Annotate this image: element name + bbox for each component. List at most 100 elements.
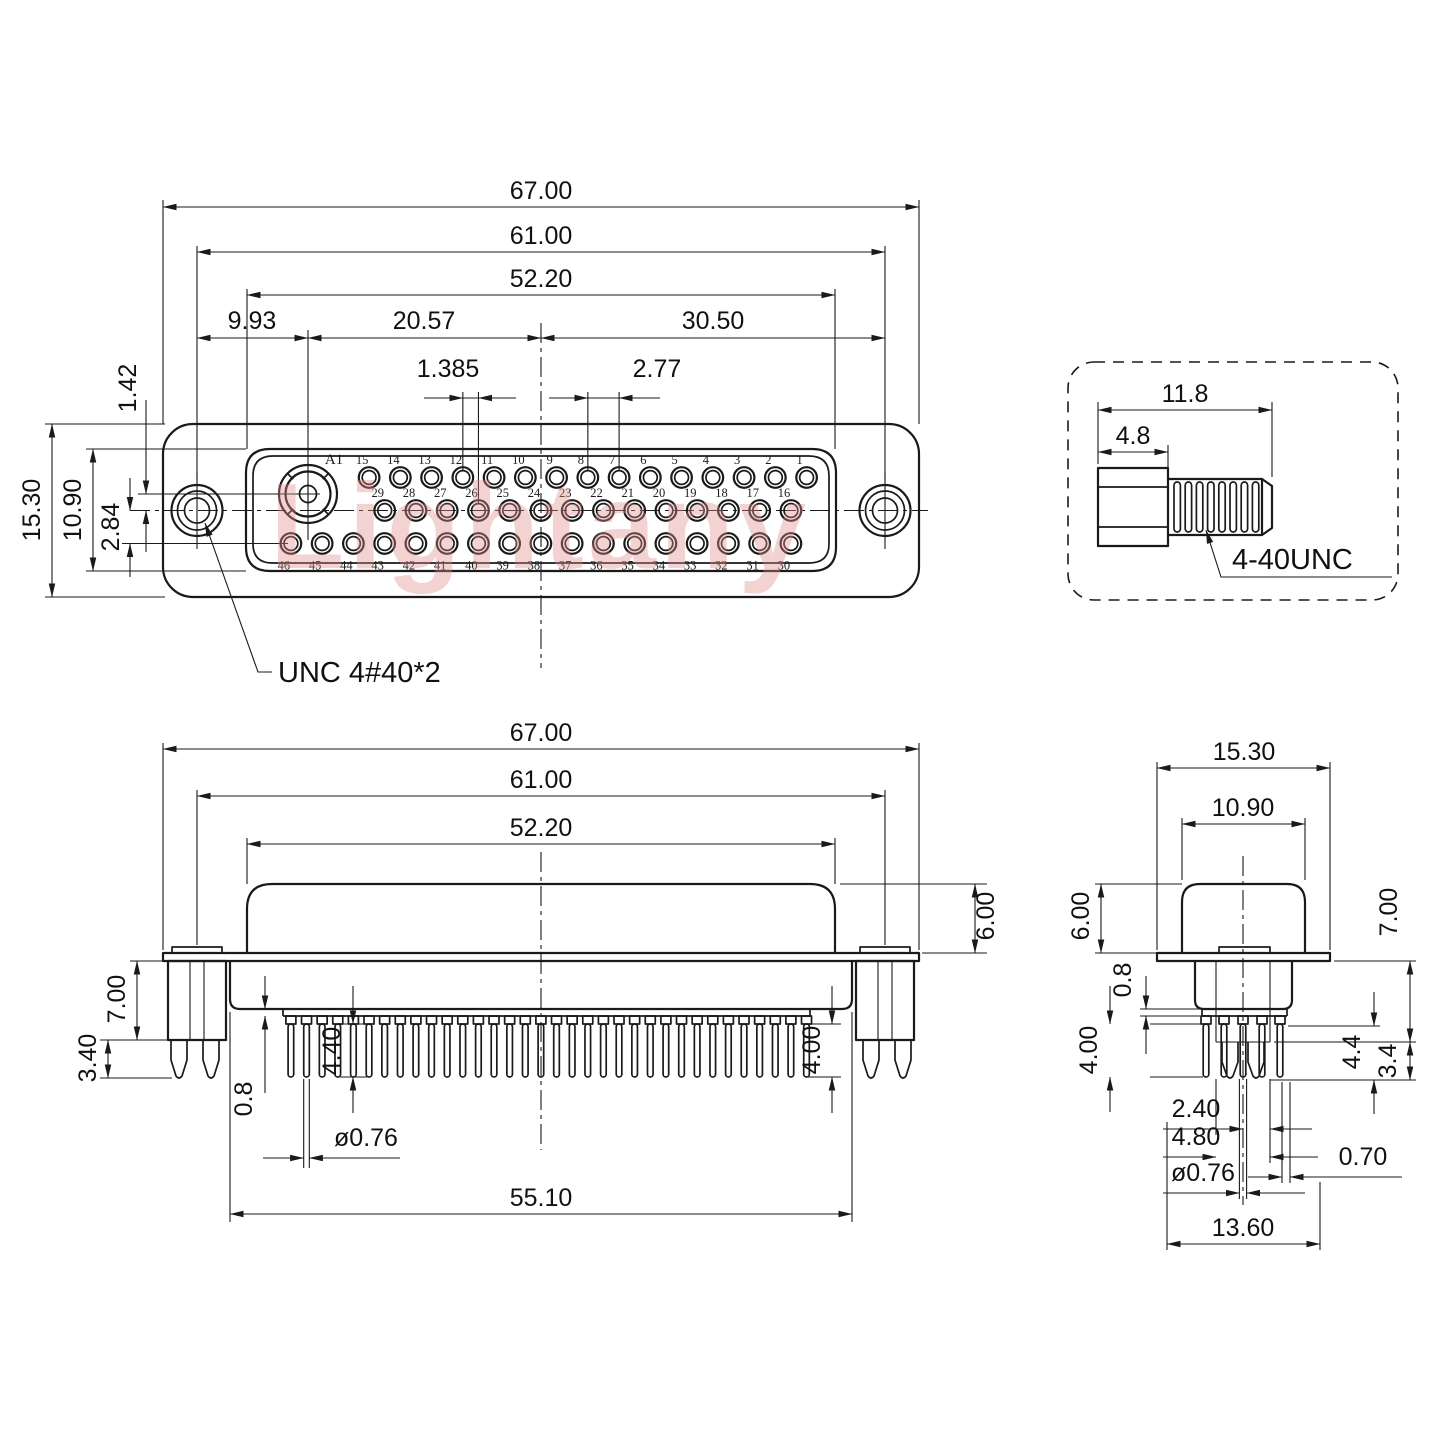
pin-contact <box>545 466 568 489</box>
dim-s-body-width: 10.90 <box>1212 794 1275 822</box>
dim-s-bracket-height: 7.00 <box>1375 888 1403 937</box>
tail-base <box>738 1015 750 1025</box>
side-clip-tab <box>1218 946 1271 954</box>
pin-number-label: 2 <box>765 453 771 467</box>
pin-contact <box>638 466 662 489</box>
pin-contact-bore <box>783 535 799 552</box>
pin-contact <box>560 499 584 522</box>
pin-contact <box>388 466 412 489</box>
pin-number-label: 1 <box>796 453 802 467</box>
solder-pin <box>693 1023 701 1078</box>
tail-base <box>660 1015 672 1025</box>
dim-b-mount-pitch: 61.00 <box>510 766 573 794</box>
pin-contact-bore <box>533 502 549 519</box>
pin-number-label: 27 <box>434 486 447 500</box>
side-post-lines <box>1215 961 1271 1043</box>
pin-contact <box>670 466 693 489</box>
pin-contact-bore <box>376 535 393 552</box>
solder-pin <box>677 1023 686 1078</box>
pin-number-label: 28 <box>403 486 416 500</box>
pin-number-label: 17 <box>746 486 759 500</box>
pin-contact-bore <box>705 469 721 486</box>
pin-contact <box>685 532 709 555</box>
pin-contact-bore <box>470 502 487 519</box>
thread-rib <box>1173 481 1182 533</box>
pin-contact-bore <box>798 469 815 486</box>
solder-pin <box>802 1023 811 1078</box>
pin-contact <box>779 499 803 522</box>
dim-b-tail-length-right: 4.00 <box>798 1026 826 1075</box>
solder-pin <box>443 1023 451 1078</box>
solder-pin <box>318 1023 326 1078</box>
side-view-dimension-lines <box>1097 764 1414 1248</box>
solder-pin <box>302 1023 311 1078</box>
pin-number-label: 12 <box>450 453 463 467</box>
pin-contact-bore <box>626 502 643 519</box>
thread-rib <box>1240 481 1249 533</box>
pin-contact-bore <box>314 535 330 552</box>
dim-overall-width: 67.00 <box>510 177 573 205</box>
solder-pin <box>537 1023 545 1078</box>
tail-base <box>753 1015 766 1025</box>
tail-base <box>644 1015 657 1025</box>
pin-contact-bore <box>595 535 612 552</box>
dim-shell-height: 10.90 <box>59 479 87 542</box>
pin-number-label: 35 <box>621 559 634 573</box>
pin-contact <box>732 466 756 489</box>
pin-contact <box>623 532 647 555</box>
solder-pin <box>709 1023 717 1078</box>
dim-s-tail-step: 0.8 <box>1109 963 1137 998</box>
solder-pin <box>584 1023 592 1078</box>
pin-contact <box>717 499 740 522</box>
pin-number-label: 36 <box>590 559 603 573</box>
pin-number-label: 15 <box>356 453 369 467</box>
pin-contact <box>623 499 647 522</box>
pin-number-label: 46 <box>278 559 291 573</box>
pin-number-label: 4 <box>703 453 710 467</box>
solder-pin <box>459 1023 467 1078</box>
screw-thread <box>1166 477 1274 537</box>
thread-rib <box>1184 481 1193 533</box>
dim-mount-pitch: 61.00 <box>510 222 573 250</box>
pin-number-label: 38 <box>528 559 541 573</box>
dim-b-tail-span: 55.10 <box>510 1184 573 1212</box>
pin-number-label: 22 <box>590 486 603 500</box>
thread-rib <box>1229 481 1238 533</box>
pin-number-label: 30 <box>778 559 791 573</box>
pin-contact <box>373 499 397 522</box>
front-view-centerlines <box>130 323 928 668</box>
solder-pin <box>287 1023 295 1078</box>
dim-s-pin-diameter: ø0.76 <box>1171 1159 1235 1187</box>
pin-contact <box>435 532 459 555</box>
solder-pin <box>787 1023 795 1078</box>
dim-s-row-gap: 2.40 <box>1172 1095 1221 1123</box>
solder-pin <box>474 1023 483 1078</box>
clip-tab-left <box>171 946 223 954</box>
front-view-extension-lines <box>45 200 920 598</box>
tail-base <box>1256 1015 1268 1025</box>
pin-contact <box>498 499 522 522</box>
pin-contact <box>498 532 522 555</box>
dim-s-blade-width: 0.70 <box>1339 1143 1388 1171</box>
front-view-dimension-lines <box>48 203 920 673</box>
dim-row-offset: 1.42 <box>114 364 142 413</box>
dim-pitch: 2.77 <box>633 355 682 383</box>
solder-pin <box>506 1023 514 1078</box>
tail-base <box>800 1015 813 1025</box>
pin-contact-bore <box>517 469 534 486</box>
tail-base <box>550 1015 563 1025</box>
solder-pin <box>521 1023 529 1078</box>
pin-number-label: 5 <box>671 453 677 467</box>
pin-number-label: 20 <box>653 486 666 500</box>
pin-number-label: 39 <box>496 559 509 573</box>
pin-contact-bore <box>423 469 440 486</box>
pin-contact <box>435 499 459 522</box>
dim-b-pin-diameter: ø0.76 <box>334 1124 398 1152</box>
screw-head <box>1096 466 1170 548</box>
pin-contact-bore <box>611 469 627 486</box>
side-view: 15.30 10.90 6.00 7.00 3.4 4.4 0.8 4.00 2… <box>1067 738 1416 1250</box>
pin-contact-bore <box>376 502 393 519</box>
